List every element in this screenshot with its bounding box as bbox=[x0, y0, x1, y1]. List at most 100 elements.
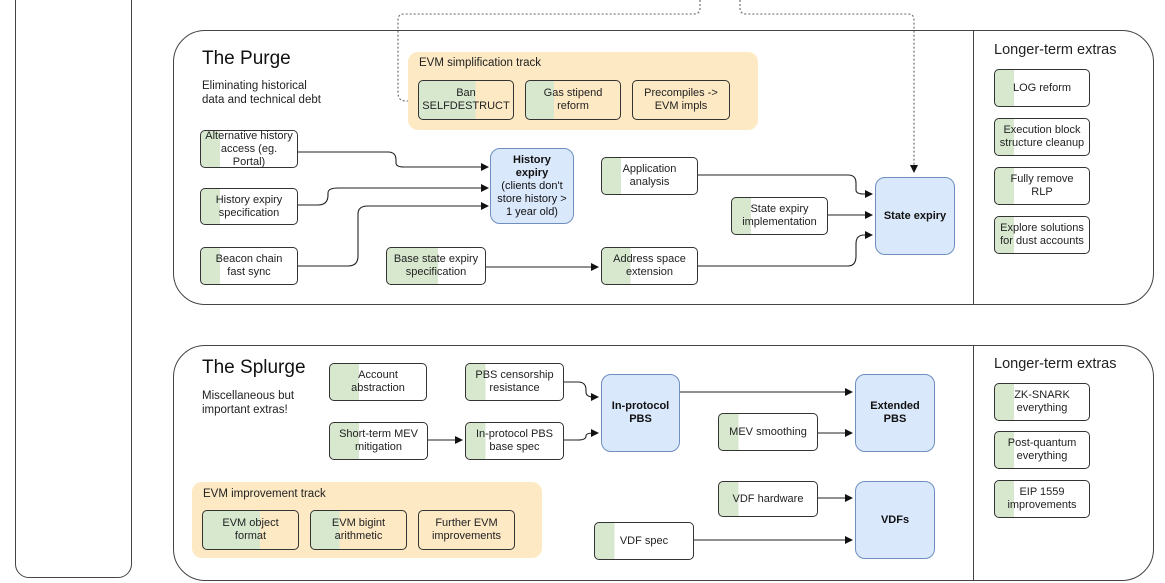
node-line1: Application bbox=[622, 163, 677, 175]
node-line1: Beacon chain bbox=[215, 253, 283, 265]
goal-title-line1: History bbox=[513, 153, 551, 166]
extra-line2: RLP bbox=[1031, 186, 1053, 198]
node-line2: fast sync bbox=[227, 266, 271, 278]
track-item-line2: SELFDESTRUCT bbox=[422, 100, 510, 112]
evm-simplification-track-label: EVM simplification track bbox=[419, 57, 542, 69]
goal-title-line2: expiry bbox=[515, 166, 549, 179]
node-line2: access (eg. Portal) bbox=[220, 142, 278, 168]
track-item-line1: EVM object bbox=[222, 517, 279, 529]
goal-vdfs: VDFs bbox=[855, 481, 935, 559]
extra-line2: improvements bbox=[1007, 499, 1077, 511]
goal-line2: PBS bbox=[629, 413, 652, 425]
splurge-title: The Splurge bbox=[202, 357, 306, 378]
node-line2: specification bbox=[218, 206, 280, 219]
goal-detail-line2: store history > bbox=[497, 192, 567, 205]
node-line1: History expiry bbox=[215, 193, 283, 206]
splurge-extras-title: Longer-term extras bbox=[994, 356, 1117, 372]
node-line2: abstraction bbox=[351, 382, 405, 394]
splurge-section bbox=[173, 345, 1154, 581]
extra-line1: Execution block bbox=[1003, 124, 1081, 136]
extra-line1: LOG reform bbox=[1012, 81, 1072, 94]
goal-line2: PBS bbox=[883, 413, 907, 425]
purge-subtitle-line2: data and technical debt bbox=[202, 94, 321, 106]
node-line1: Account bbox=[358, 369, 398, 381]
goal-detail-line1: (clients don't bbox=[501, 179, 563, 192]
node-vdf-spec: VDF spec bbox=[594, 522, 694, 560]
extra-log-reform: LOG reform bbox=[994, 69, 1090, 107]
goal-history-expiry: History expiry (clients don't store hist… bbox=[490, 148, 574, 224]
extra-line1: EIP 1559 bbox=[1019, 486, 1065, 498]
track-item-line2: improvements bbox=[431, 530, 502, 542]
node-mev-smoothing: MEV smoothing bbox=[718, 413, 818, 451]
track-item-precompiles: Precompiles ->EVM impls bbox=[632, 80, 730, 120]
track-item-line2: reform bbox=[557, 100, 589, 112]
purge-subtitle-line1: Eliminating historical bbox=[202, 80, 307, 92]
node-line1: Base state expiry bbox=[393, 253, 479, 265]
splurge-subtitle-line2: important extras! bbox=[202, 404, 288, 416]
track-item-line1: Ban bbox=[456, 87, 476, 99]
goal-state-expiry: State expiry bbox=[875, 177, 955, 255]
track-item-line1: EVM bigint bbox=[331, 517, 386, 529]
node-line1: In-protocol PBS bbox=[475, 428, 554, 440]
node-line2: extension bbox=[625, 266, 674, 278]
node-line2: base spec bbox=[489, 441, 540, 453]
purge-title: The Purge bbox=[202, 48, 291, 69]
node-line2: mitigation bbox=[354, 441, 403, 453]
goal-line1: Extended bbox=[870, 400, 920, 412]
splurge-divider bbox=[973, 345, 974, 581]
splurge-subtitle-line1: Miscellaneous but bbox=[202, 390, 295, 402]
node-line2: resistance bbox=[489, 382, 540, 394]
node-line2: implementation bbox=[742, 216, 817, 228]
node-line2: analysis bbox=[629, 176, 670, 188]
extra-line2: for dust accounts bbox=[1000, 235, 1084, 247]
extra-line1: Post-quantum bbox=[1007, 437, 1077, 449]
node-line1: MEV smoothing bbox=[729, 425, 807, 438]
node-line1: Alternative history bbox=[205, 129, 293, 142]
purge-extras-title: Longer-term extras bbox=[994, 42, 1117, 58]
extra-line1: Explore solutions bbox=[1000, 222, 1084, 234]
left-panel bbox=[15, 0, 132, 578]
purge-subtitle: Eliminating historical data and technica… bbox=[202, 79, 321, 107]
extra-line2: structure cleanup bbox=[999, 137, 1085, 149]
track-item-line1: Gas stipend bbox=[543, 87, 603, 99]
node-line2: specification bbox=[405, 266, 467, 278]
node-line1: PBS censorship bbox=[475, 369, 554, 381]
extra-line1: ZK-SNARK bbox=[1014, 389, 1070, 401]
track-item-line2: format bbox=[234, 530, 267, 542]
node-vdf-hardware: VDF hardware bbox=[718, 481, 818, 517]
extra-line1: Fully remove bbox=[1010, 173, 1074, 185]
node-line1: VDF spec bbox=[619, 534, 669, 547]
node-line1: Address space bbox=[613, 253, 686, 265]
node-line1: Short-term MEV bbox=[339, 428, 418, 440]
purge-divider bbox=[973, 30, 974, 305]
track-item-line2: EVM impls bbox=[654, 100, 708, 112]
goal-detail-line3: 1 year old) bbox=[506, 205, 558, 218]
goal-line1: In-protocol bbox=[611, 400, 670, 412]
track-item-line2: arithmetic bbox=[334, 530, 383, 542]
node-line1: State expiry bbox=[750, 203, 809, 215]
track-item-line1: Precompiles -> bbox=[644, 87, 718, 99]
evm-improvement-track-label: EVM improvement track bbox=[203, 488, 326, 500]
